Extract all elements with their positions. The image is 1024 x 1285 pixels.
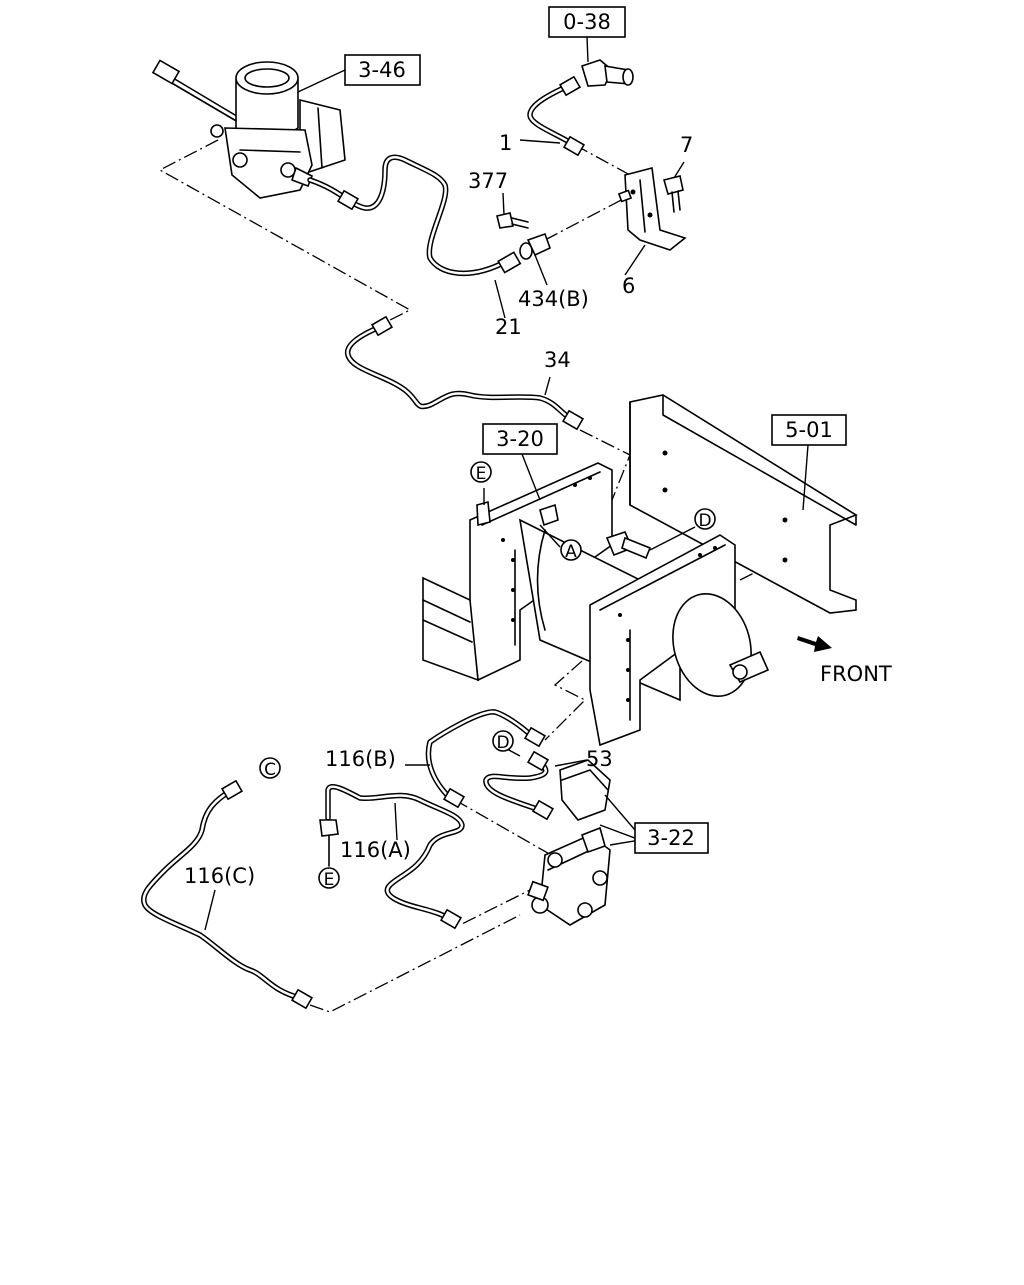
marker-a-label: A xyxy=(565,542,577,562)
ref-3-20-label: 3-20 xyxy=(496,427,544,451)
front-label: FRONT xyxy=(820,662,892,686)
ref-box-5-01: 5-01 xyxy=(771,414,847,446)
marker-e-pipe: E xyxy=(318,867,340,890)
part-21-label: 21 xyxy=(495,315,522,339)
ref-3-46-label: 3-46 xyxy=(358,58,406,82)
marker-c-label: C xyxy=(264,760,276,780)
part-116c-label: 116(C) xyxy=(184,864,255,888)
marker-c: C xyxy=(259,757,281,780)
valve-assembly xyxy=(527,759,611,926)
air-tank-assembly xyxy=(422,462,770,747)
ref-box-0-38: 0-38 xyxy=(548,6,626,38)
marker-d-tank-label: D xyxy=(698,511,711,531)
part-34-label: 34 xyxy=(544,348,571,372)
part-116a-label: 116(A) xyxy=(340,838,411,862)
front-arrow xyxy=(797,636,832,652)
part-53-label: 53 xyxy=(586,747,613,771)
leader-lines xyxy=(204,36,809,931)
ref-3-22-label: 3-22 xyxy=(647,826,695,850)
ref-box-3-22: 3-22 xyxy=(634,822,709,854)
pipe-1-and-valve xyxy=(527,59,634,157)
marker-d-pipe-label: D xyxy=(496,733,509,753)
pipe-53 xyxy=(483,750,555,821)
ref-5-01-label: 5-01 xyxy=(785,418,833,442)
marker-e-pipe-label: E xyxy=(324,870,335,890)
marker-d-pipe: D xyxy=(492,730,514,753)
ref-box-3-20: 3-20 xyxy=(482,423,558,455)
marker-d-tank: D xyxy=(694,508,716,531)
ref-box-3-46: 3-46 xyxy=(344,54,421,86)
air-dryer-assembly xyxy=(151,59,346,199)
marker-e-tank-label: E xyxy=(476,464,487,484)
pipe-34 xyxy=(344,315,585,431)
part-6-label: 6 xyxy=(622,274,635,298)
part-377-label: 377 xyxy=(468,169,508,193)
marker-e-tank: E xyxy=(470,461,492,484)
bracket-6-and-bolts xyxy=(496,166,687,260)
pipe-21 xyxy=(307,154,522,277)
part-434b-label: 434(B) xyxy=(518,287,589,311)
pipe-116c xyxy=(141,779,314,1010)
pipe-116b xyxy=(425,709,547,809)
marker-a: A xyxy=(560,539,582,562)
part-7-label: 7 xyxy=(680,133,693,157)
pipe-116a xyxy=(319,784,465,930)
part-1-label: 1 xyxy=(499,131,512,155)
ref-0-38-label: 0-38 xyxy=(563,10,611,34)
part-116b-label: 116(B) xyxy=(325,747,396,771)
